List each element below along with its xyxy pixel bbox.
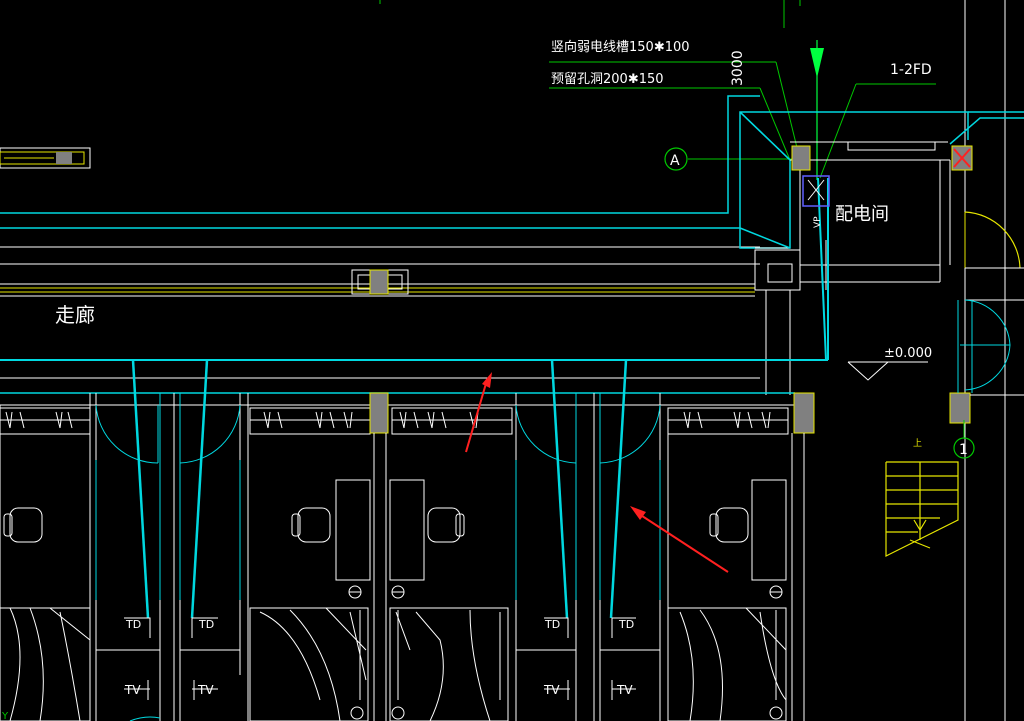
outlet-tv-2: TV — [197, 683, 214, 697]
axis-bubble-a: A — [664, 147, 688, 171]
elevation-label: ±0.000 — [884, 346, 932, 361]
red-arrow-icon-1 — [465, 372, 492, 453]
stair — [885, 461, 959, 557]
furniture-beds — [0, 607, 787, 721]
corridor-lower-wall — [0, 359, 828, 406]
outlet-tv-3: TV — [543, 683, 560, 697]
right-doors — [957, 211, 1024, 396]
outlet-tv-4: TV — [616, 683, 633, 697]
axis-bubble-1: 1 — [953, 420, 975, 459]
cyan-drops — [131, 359, 628, 619]
legend-bar — [0, 147, 91, 169]
tray-spec-label: 竖向弱电线槽150✱100 — [551, 39, 690, 55]
outlet-td-3: TD — [544, 618, 560, 631]
corridor-label: 走廊 — [55, 303, 95, 327]
vp-box: VP — [802, 175, 830, 228]
elevation-marker — [847, 361, 928, 381]
room-corner-lines — [739, 111, 1024, 249]
outlet-td-2: TD — [198, 618, 214, 631]
bed-heads — [359, 610, 777, 700]
cyan-drop-inner — [95, 393, 661, 600]
stair-up-label: 上 — [913, 438, 922, 449]
red-arrow-icon-2 — [630, 506, 729, 573]
furniture-desks — [3, 479, 787, 599]
top-leaders — [379, 0, 936, 179]
distribution-room-label: 配电间 — [835, 204, 889, 225]
axis-a-label: A — [670, 153, 680, 169]
outlet-td-4: TD — [618, 618, 634, 631]
hole-spec-label: 预留孔洞200✱150 — [551, 72, 664, 87]
column-dist-a — [791, 145, 811, 171]
corridor-cable-tray — [0, 269, 755, 297]
outlet-td-1: TD — [125, 618, 141, 631]
bottom-fixtures — [129, 706, 783, 721]
dimension-3000: 3000 — [730, 50, 746, 86]
axis-1-label: 1 — [959, 442, 968, 458]
outlet-tv-1: TV — [124, 683, 141, 697]
column-corridor-a — [369, 392, 389, 434]
panel-tag-label: 1-2FD — [890, 62, 932, 78]
outlets — [124, 617, 636, 700]
red-x-icon — [953, 148, 971, 168]
ucs-y-mark: Y — [1, 711, 9, 721]
hanger-marks — [5, 411, 771, 429]
vp-label: VP — [813, 216, 823, 228]
green-arrow-icon — [810, 40, 824, 180]
column-stair — [949, 392, 971, 424]
door-swings — [95, 404, 661, 464]
column-corridor-b — [793, 392, 815, 434]
